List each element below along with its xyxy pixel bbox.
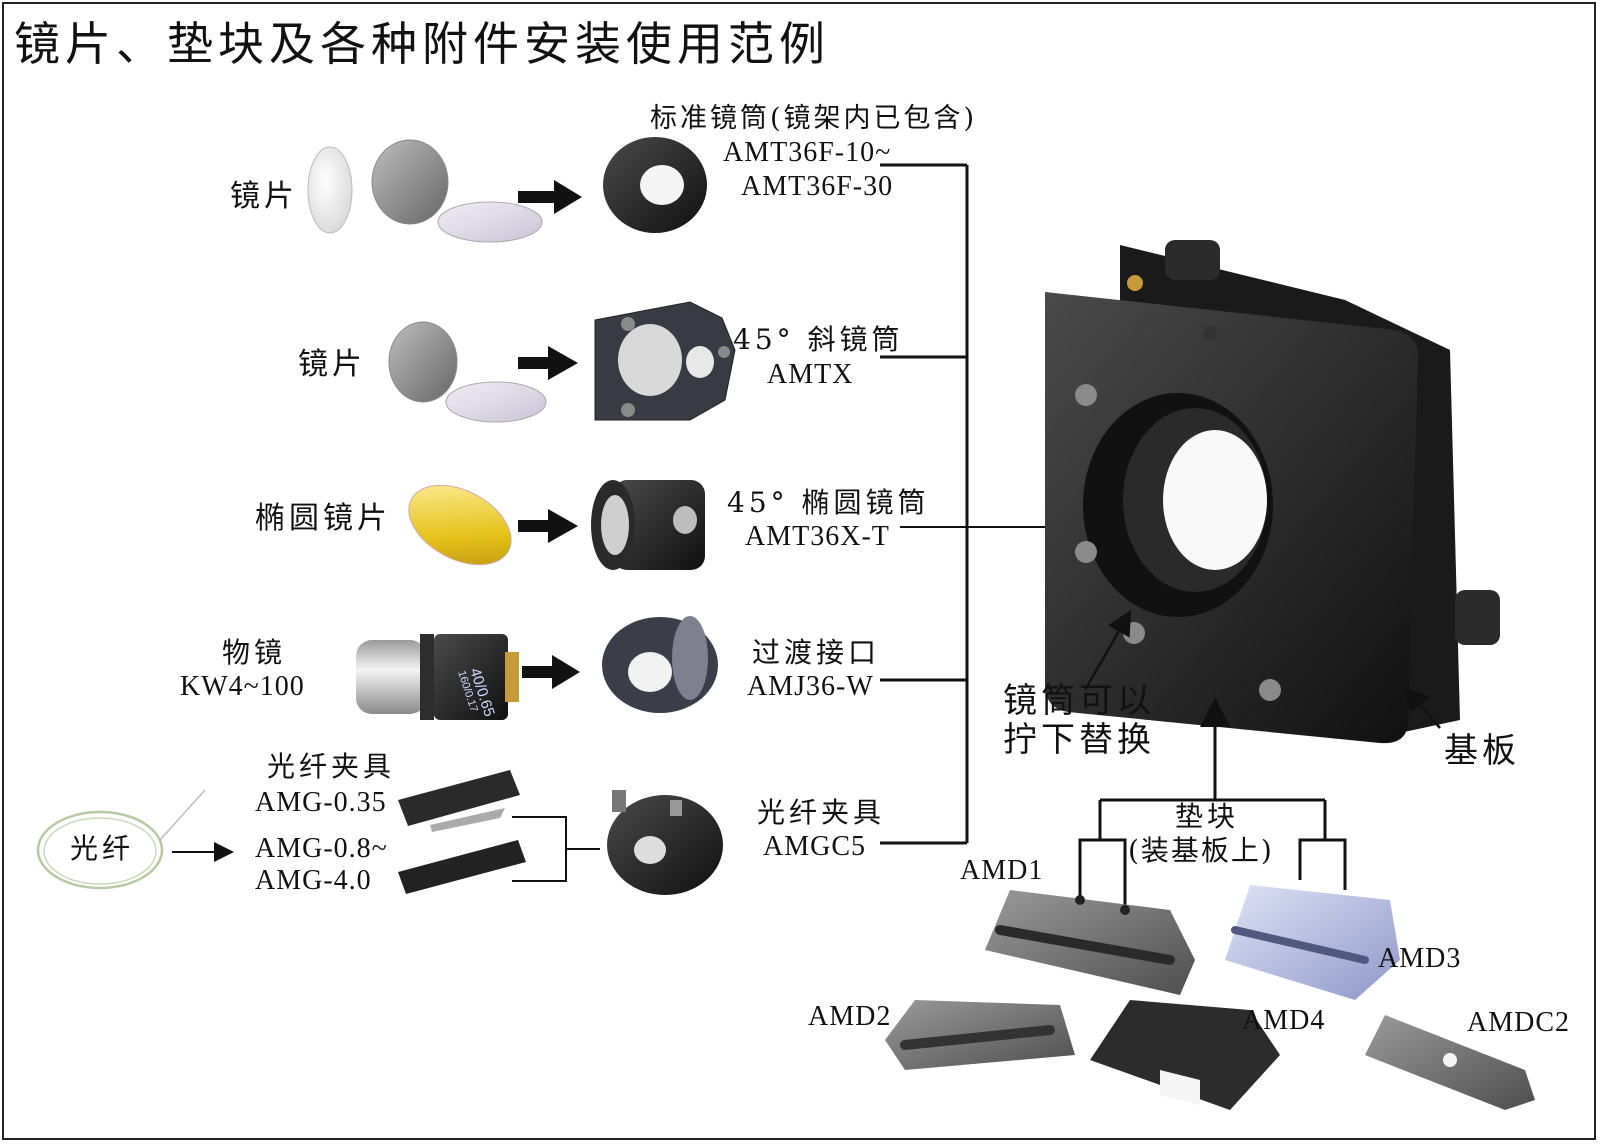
pad-amd3-illustration (1225, 885, 1400, 1000)
row5-clamp-title: 光纤夹具 (267, 750, 396, 783)
pad-label-amd2: AMD2 (808, 1001, 892, 1032)
mount-note-line-2: 拧下替换 (1003, 720, 1155, 760)
pad-amd2-illustration (885, 1000, 1075, 1070)
elliptical-tube-illustration (591, 480, 705, 570)
row2-code-1: AMTX (767, 359, 854, 390)
row3-product-cn: 45° 椭圆镜筒 (727, 486, 930, 519)
arrow-right-icon-4 (522, 655, 580, 689)
arrow-right-icon-2 (518, 346, 578, 380)
pads-tree-lines (1078, 697, 1347, 910)
row2-product-cn: 45° 斜镜筒 (733, 323, 904, 356)
product-bracket-lines (880, 163, 969, 845)
pads-subtitle: (装基板上) (1128, 834, 1274, 867)
lens-clear-illustration (307, 146, 353, 234)
bracket-connector (512, 816, 600, 882)
arrow-right-icon-3 (518, 509, 578, 543)
elliptical-mirror-illustration (408, 484, 512, 566)
row3-code-1: AMT36X-T (745, 521, 890, 552)
page-title: 镜片、垫块及各种附件安装使用范例 (14, 17, 830, 71)
row4-code-1: AMJ36-W (747, 671, 874, 702)
row3-mirror-label: 椭圆镜片 (255, 501, 391, 536)
pad-amd4-illustration (1090, 1000, 1280, 1110)
note-arrow (1083, 609, 1132, 691)
lens-gray-illustration-2 (388, 321, 547, 423)
row1-code-2: AMT36F-30 (741, 171, 894, 202)
arrow-right-icon (518, 180, 582, 214)
row5-clamp-code-3: AMG-4.0 (255, 865, 372, 896)
row1-code-1: AMT36F-10~ (723, 137, 892, 168)
lens-gray-illustration (371, 139, 543, 243)
mount-note-line-1: 镜筒可以 (1003, 681, 1155, 721)
row4-product-cn: 过渡接口 (752, 636, 881, 669)
row5-clamp-code-2: AMG-0.8~ (255, 833, 388, 864)
row5-product-cn: 光纤夹具 (757, 796, 886, 829)
pad-label-amd1: AMD1 (960, 855, 1044, 886)
tilted-tube-illustration (594, 301, 736, 421)
row1-product-cn: 标准镜筒(镜架内已包含) (650, 103, 978, 134)
objective-illustration: 40/0.65 160/0.17 (356, 634, 519, 720)
row4-objective-label: 物镜 (222, 636, 287, 669)
pad-label-amd4: AMD4 (1242, 1005, 1326, 1036)
pads-title: 垫块 (1175, 800, 1240, 833)
row4-objective-range: KW4~100 (180, 671, 305, 702)
row5-code-1: AMGC5 (763, 831, 867, 862)
row2-lens-label: 镜片 (298, 347, 366, 382)
row5-fiber-label: 光纤 (70, 832, 135, 865)
kinematic-mount-illustration (1045, 240, 1500, 744)
fiber-coil-illustration (36, 789, 206, 890)
adapter-ring-illustration (602, 616, 718, 713)
row1-lens-label: 镜片 (230, 179, 298, 214)
pad-label-amdc2: AMDC2 (1467, 1007, 1571, 1038)
pad-amdc2-illustration (1365, 1015, 1535, 1110)
row5-clamp-code-1: AMG-0.35 (255, 787, 387, 818)
fiber-holder-illustration (607, 790, 723, 895)
pad-label-amd3: AMD3 (1378, 943, 1462, 974)
pad-amd1-illustration (985, 890, 1195, 995)
fiber-clamp-rod-illustration (398, 770, 526, 894)
base-plate-label: 基板 (1444, 731, 1520, 771)
base-arrow (1403, 686, 1441, 729)
standard-tube-illustration (603, 137, 707, 233)
